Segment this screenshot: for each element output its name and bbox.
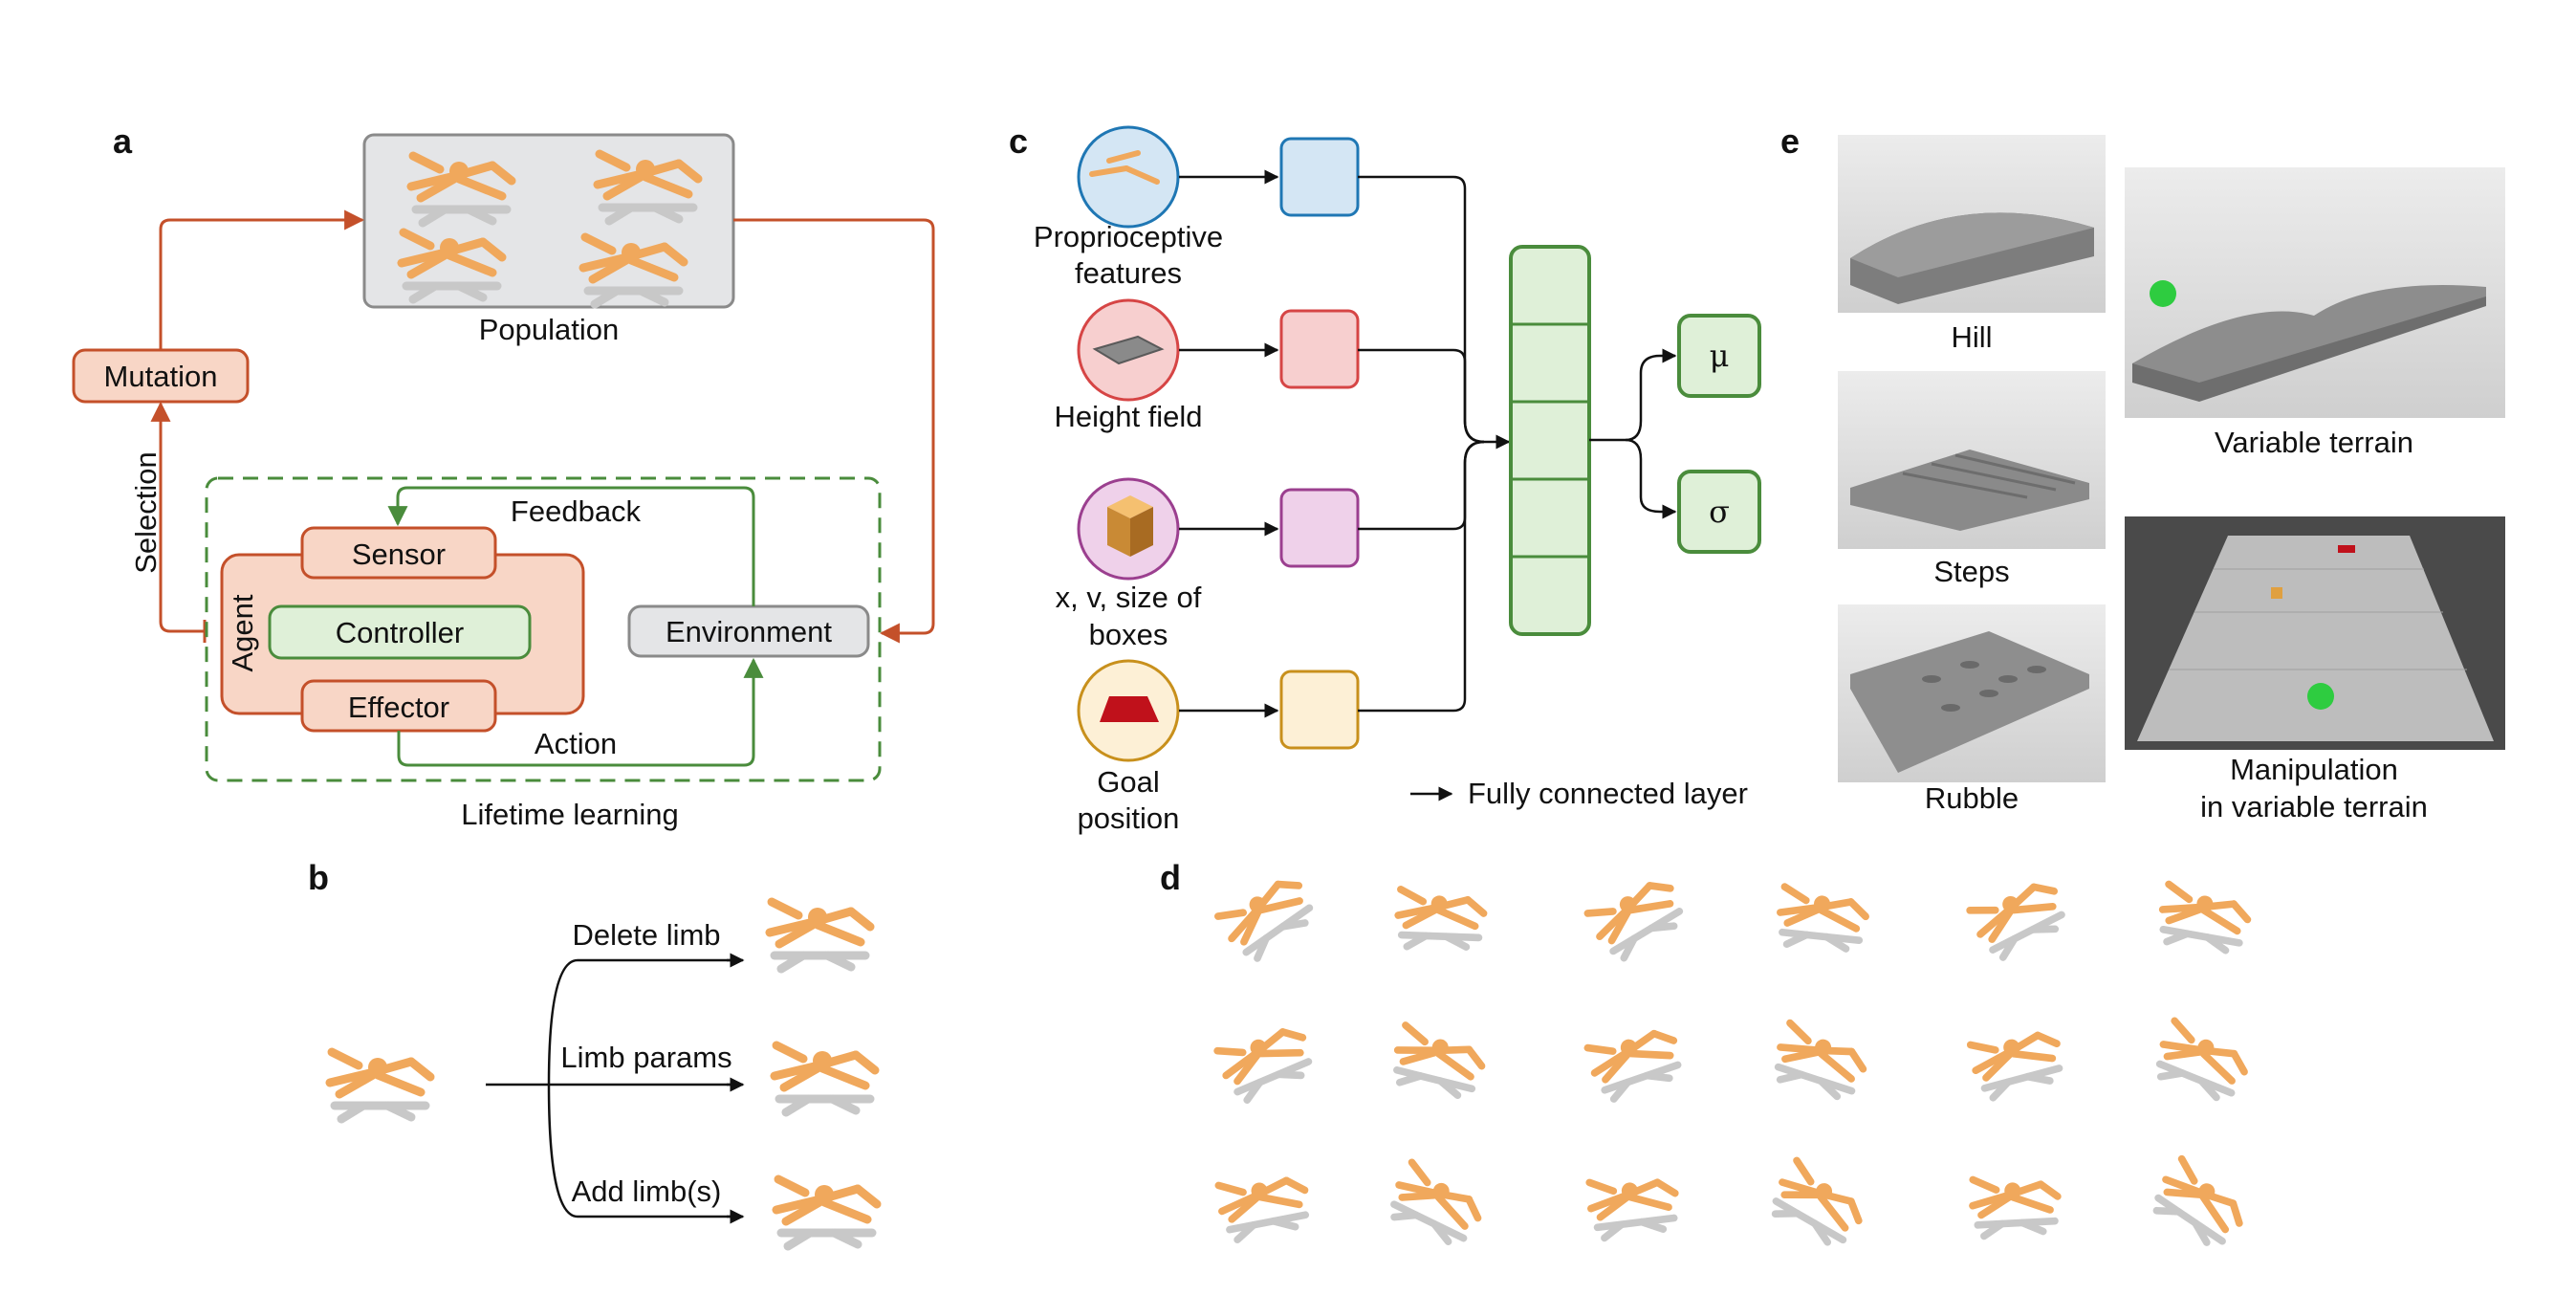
input-label-goal-1: Goal — [1097, 765, 1159, 799]
robot-grid — [1216, 868, 2253, 1253]
evolved-robot-18 — [2149, 1158, 2251, 1253]
input-label-boxes-2: boxes — [1089, 618, 1168, 651]
lifetime-learning-box — [205, 476, 882, 782]
evolved-robot-16 — [1767, 1160, 1869, 1252]
proprioceptive-icon — [1077, 125, 1180, 229]
effector-label: Effector — [348, 691, 449, 724]
goal-encoder — [1279, 669, 1360, 750]
agent-label: Agent — [226, 594, 259, 671]
mutation-to-population-arrow — [159, 209, 365, 350]
panel-b-letter: b — [308, 858, 329, 897]
panel-c-letter: c — [1009, 121, 1028, 161]
sensor-box — [300, 526, 497, 580]
panel-c: c Proprioceptive features Height field x… — [1009, 121, 1761, 835]
child-robot-params — [775, 1045, 875, 1112]
selection-label: Selection — [129, 451, 163, 574]
boxes-encoder — [1279, 488, 1360, 568]
mutation-label: Mutation — [104, 360, 218, 393]
env-label-hill: Hill — [1951, 320, 1992, 354]
panel-e-letter: e — [1780, 121, 1800, 161]
population-to-environment-arrow — [733, 218, 935, 644]
panel-a: a Population Mutation Selection Lifetime… — [72, 121, 935, 831]
env-label-steps: Steps — [1933, 555, 2009, 588]
feedback-label: Feedback — [511, 494, 642, 528]
child-robot-delete — [770, 902, 870, 969]
evolved-robot-8 — [1390, 1025, 1487, 1101]
parent-robot — [330, 1052, 430, 1119]
evolved-robot-7 — [1216, 1019, 1317, 1105]
input-label-goal-2: position — [1078, 801, 1180, 835]
mu-label: μ — [1710, 338, 1730, 374]
proprioceptive-encoder — [1279, 137, 1360, 217]
evolved-robot-1 — [1216, 868, 1319, 964]
controller-label: Controller — [336, 616, 464, 649]
policy-network — [1509, 245, 1591, 636]
encoder-to-network-lines — [1358, 175, 1485, 713]
sigma-output — [1677, 470, 1761, 554]
branch-label-add: Add limb(s) — [572, 1174, 722, 1208]
evolved-robot-10 — [1771, 1022, 1869, 1103]
mutation-box — [72, 348, 250, 404]
evolved-robot-12 — [2151, 1021, 2252, 1106]
sigma-label: σ — [1709, 494, 1730, 530]
env-label-manipulation-1: Manipulation — [2230, 753, 2398, 786]
evolved-robot-14 — [1386, 1162, 1487, 1251]
evolved-robot-6 — [2157, 884, 2251, 955]
panel-a-letter: a — [113, 121, 133, 161]
environment-label: Environment — [666, 615, 832, 648]
child-robot-add — [776, 1179, 877, 1246]
evolved-robot-15 — [1588, 1173, 1680, 1240]
sensor-label: Sensor — [352, 538, 446, 571]
branch-label-delete: Delete limb — [572, 918, 720, 952]
selection-arrow — [150, 401, 205, 633]
lifetime-learning-label: Lifetime learning — [461, 798, 678, 831]
feedback-arrow — [387, 486, 755, 606]
mu-output — [1677, 314, 1761, 398]
evolved-robot-11 — [1969, 1023, 2066, 1101]
env-label-variable-terrain: Variable terrain — [2215, 426, 2413, 459]
evolved-robot-9 — [1586, 1021, 1686, 1102]
action-arrow — [397, 657, 764, 767]
evolved-robot-4 — [1777, 887, 1867, 953]
evolved-robot-13 — [1217, 1170, 1312, 1241]
input-label-proprioceptive-1: Proprioceptive — [1034, 220, 1223, 253]
env-label-manipulation-2: in variable terrain — [2200, 790, 2428, 823]
height-field-encoder — [1279, 309, 1360, 389]
input-label-height-field: Height field — [1054, 400, 1202, 433]
population-label: Population — [479, 313, 620, 346]
agent-ball — [2150, 280, 2176, 307]
evolved-robot-3 — [1586, 870, 1689, 963]
branch-label-params: Limb params — [560, 1041, 731, 1074]
env-label-rubble: Rubble — [1925, 781, 2019, 815]
action-label: Action — [535, 727, 617, 760]
legend-label: Fully connected layer — [1468, 777, 1748, 810]
evolved-robot-2 — [1397, 889, 1484, 950]
controller-box — [268, 604, 532, 660]
environment-box — [627, 604, 870, 658]
panel-b: b Delete limb Limb params Add limb(s) — [308, 858, 877, 1246]
panel-e: e Hill Steps Rubble Variable terrain — [1780, 121, 2505, 823]
evolved-robot-5 — [1969, 872, 2071, 962]
input-label-proprioceptive-2: features — [1075, 256, 1182, 290]
panel-d: d — [1160, 858, 2252, 1253]
panel-d-letter: d — [1160, 858, 1181, 897]
evolved-robot-17 — [1972, 1175, 2060, 1237]
input-label-boxes-1: x, v, size of — [1056, 581, 1202, 614]
